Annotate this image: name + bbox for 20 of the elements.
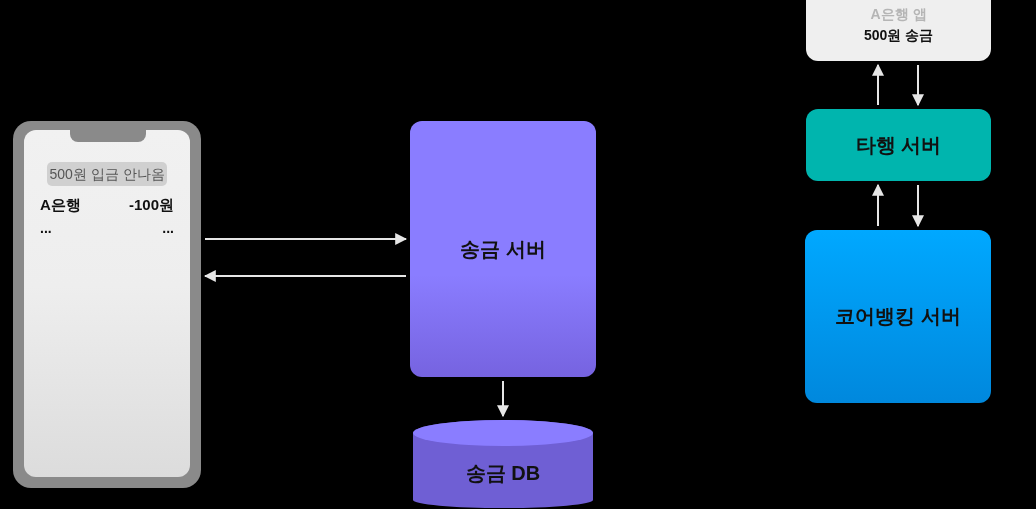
arrow xyxy=(912,64,924,107)
ellipsis: ... xyxy=(40,221,52,235)
ellipsis: ... xyxy=(162,221,174,235)
database-label: 송금 DB xyxy=(464,463,542,483)
arrow xyxy=(203,270,407,282)
app-box xyxy=(806,0,991,61)
phone-drawing xyxy=(13,121,201,488)
amount: -100원 xyxy=(128,197,174,212)
bank-name: A은행 xyxy=(40,197,81,212)
arrow xyxy=(872,183,884,227)
server-box: 타행 서버 xyxy=(806,109,991,181)
arrow xyxy=(497,380,509,418)
arrow xyxy=(912,184,924,228)
app-title: A은행 앱 xyxy=(869,7,928,21)
server-box: 송금 서버 xyxy=(410,121,596,377)
server-box: 코어뱅킹 서버 xyxy=(805,230,991,403)
arrow xyxy=(204,233,408,245)
notification-badge: 500원 입금 안나옴 xyxy=(47,162,167,186)
app-caption: 500원 송금 xyxy=(862,28,935,42)
arrow xyxy=(872,63,884,106)
